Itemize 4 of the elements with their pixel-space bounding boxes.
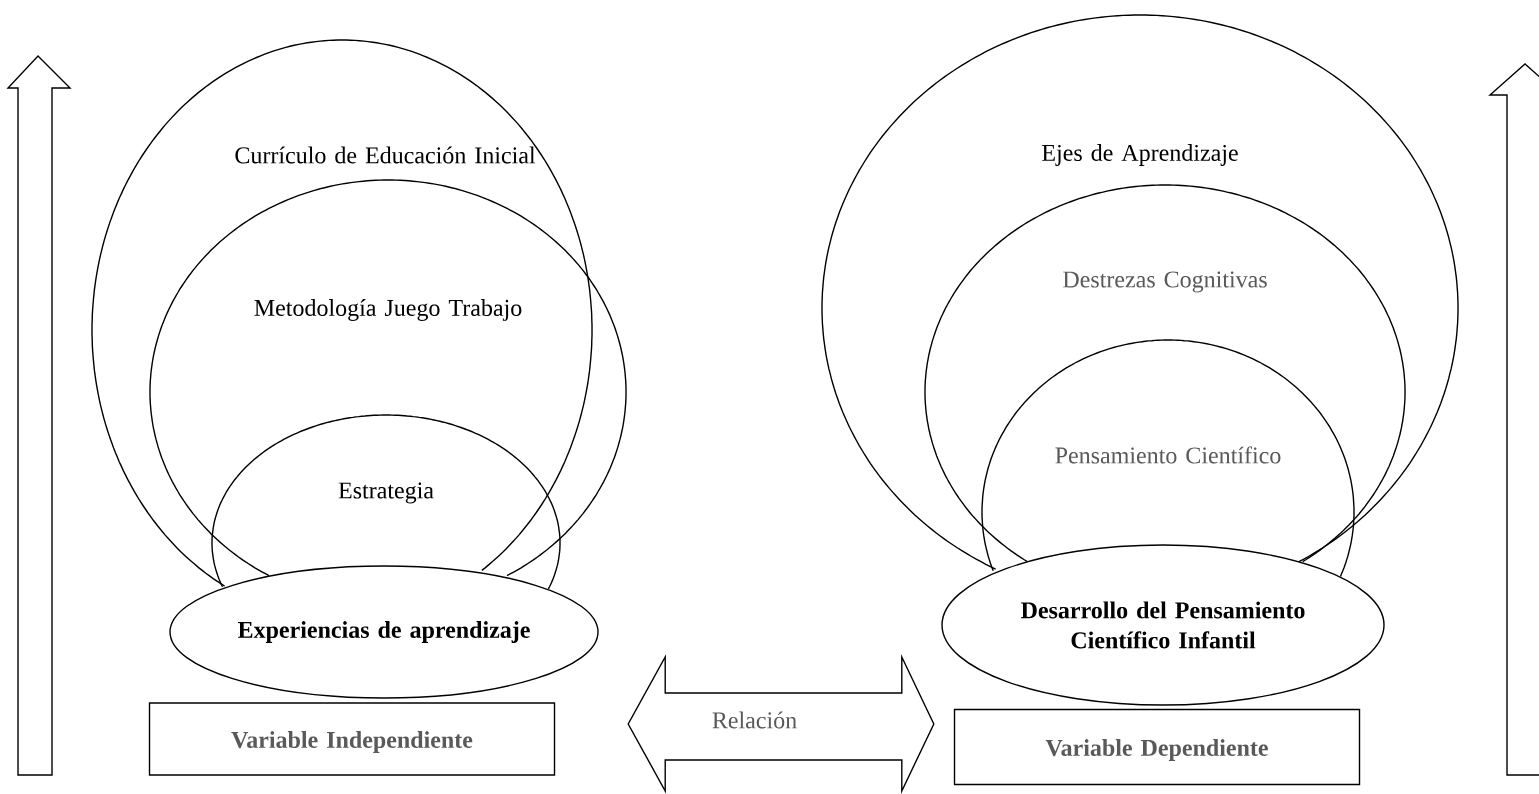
label-box: Variable Independiente — [148, 702, 556, 776]
label-box: Variable Dependiente — [953, 708, 1361, 786]
double-arrow — [627, 653, 935, 794]
edge-label: Relación — [710, 710, 799, 730]
